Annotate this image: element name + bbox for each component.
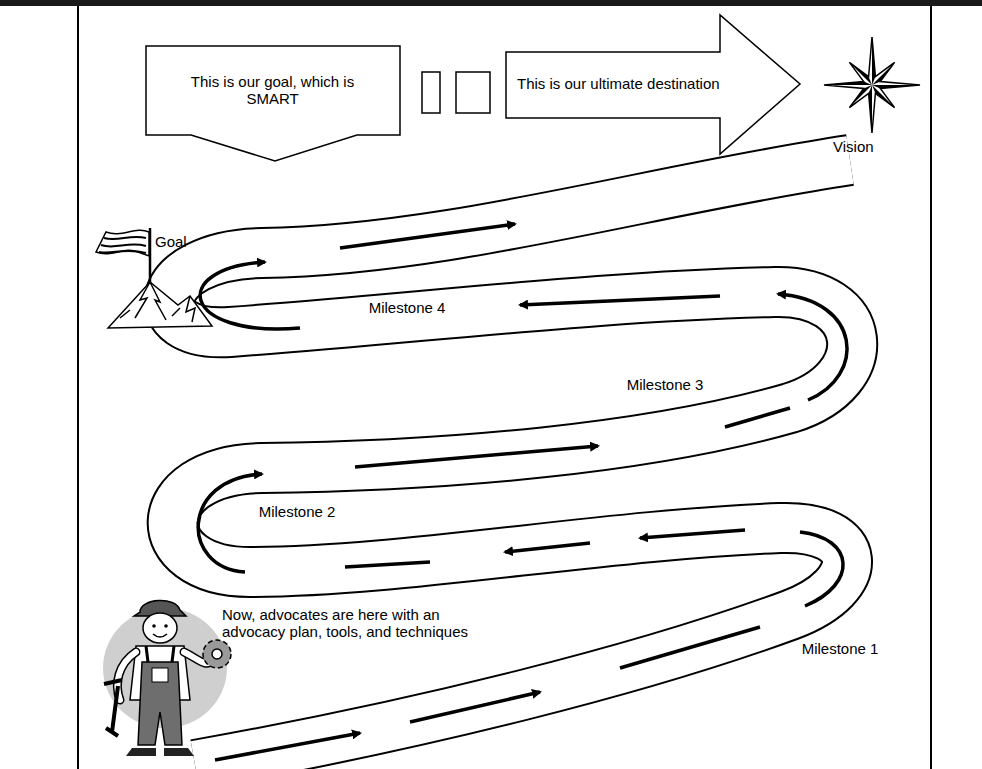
flag [96,230,149,256]
top-band [0,0,982,6]
road-surface [169,160,852,765]
road [169,160,852,765]
arrow-text: This is our goal, which is SMART [165,73,380,108]
direction-arrow [340,224,515,248]
boots [126,748,194,756]
destination-arrow: This is our ultimate destination [505,14,802,155]
wrench [104,680,122,736]
separator-bar [456,72,490,113]
frame-line [77,6,79,769]
direction-arrow [620,627,760,668]
star-shade [824,82,872,85]
star-shade [869,85,872,133]
separator-bar [422,72,440,113]
direction-arrow [505,543,590,552]
vision-label: Vision [833,138,893,155]
advocate-note: Now, advocates are here with an advocacy… [222,606,494,641]
direction-arrow [520,296,720,305]
compass-star [824,37,920,133]
direction-arrow [410,692,540,722]
eye [164,624,168,628]
goal-callout-arrow: This is our goal, which is SMART [145,45,401,163]
direction-arrow [800,532,843,606]
milestone-label: Milestone 2 [257,503,337,520]
direction-arrow [215,733,360,760]
arrow-text: This is our ultimate destination [517,75,792,92]
direction-arrow [725,408,790,427]
star-shade [872,62,895,85]
pocket [152,668,168,682]
gear [203,640,231,668]
direction-arrow [345,562,430,567]
star-shade [849,62,872,85]
direction-arrow [355,446,598,467]
mouth [153,634,167,637]
direction-arrow [200,262,300,329]
direction-arrow [778,294,847,400]
mountain-hatching [120,282,195,322]
arm [117,652,136,700]
goal-label: Goal [155,233,205,250]
direction-arrow [640,530,745,538]
frame-line [930,6,932,769]
straps [146,646,174,662]
star-outline [824,37,920,133]
arrow-shape [146,46,400,161]
mountain [108,282,212,328]
direction-arrow [198,474,262,572]
milestone-label: Milestone 4 [367,299,447,316]
head [143,613,177,643]
overalls [138,662,182,745]
star-shade [872,85,895,108]
gear-hub [212,649,222,659]
eye [152,624,156,628]
milestone-label: Milestone 1 [800,640,880,657]
star-shade [849,85,872,108]
road-arrows [198,224,847,760]
star-shade [872,37,875,85]
advocate-figure [103,600,231,756]
arrow-shape [506,15,800,154]
flag-stripes [99,237,146,253]
milestone-label: Milestone 3 [625,376,705,393]
arm-fill [117,652,136,700]
star-shade [872,85,920,88]
goal-mountain [96,228,212,328]
road-edge [169,160,852,765]
